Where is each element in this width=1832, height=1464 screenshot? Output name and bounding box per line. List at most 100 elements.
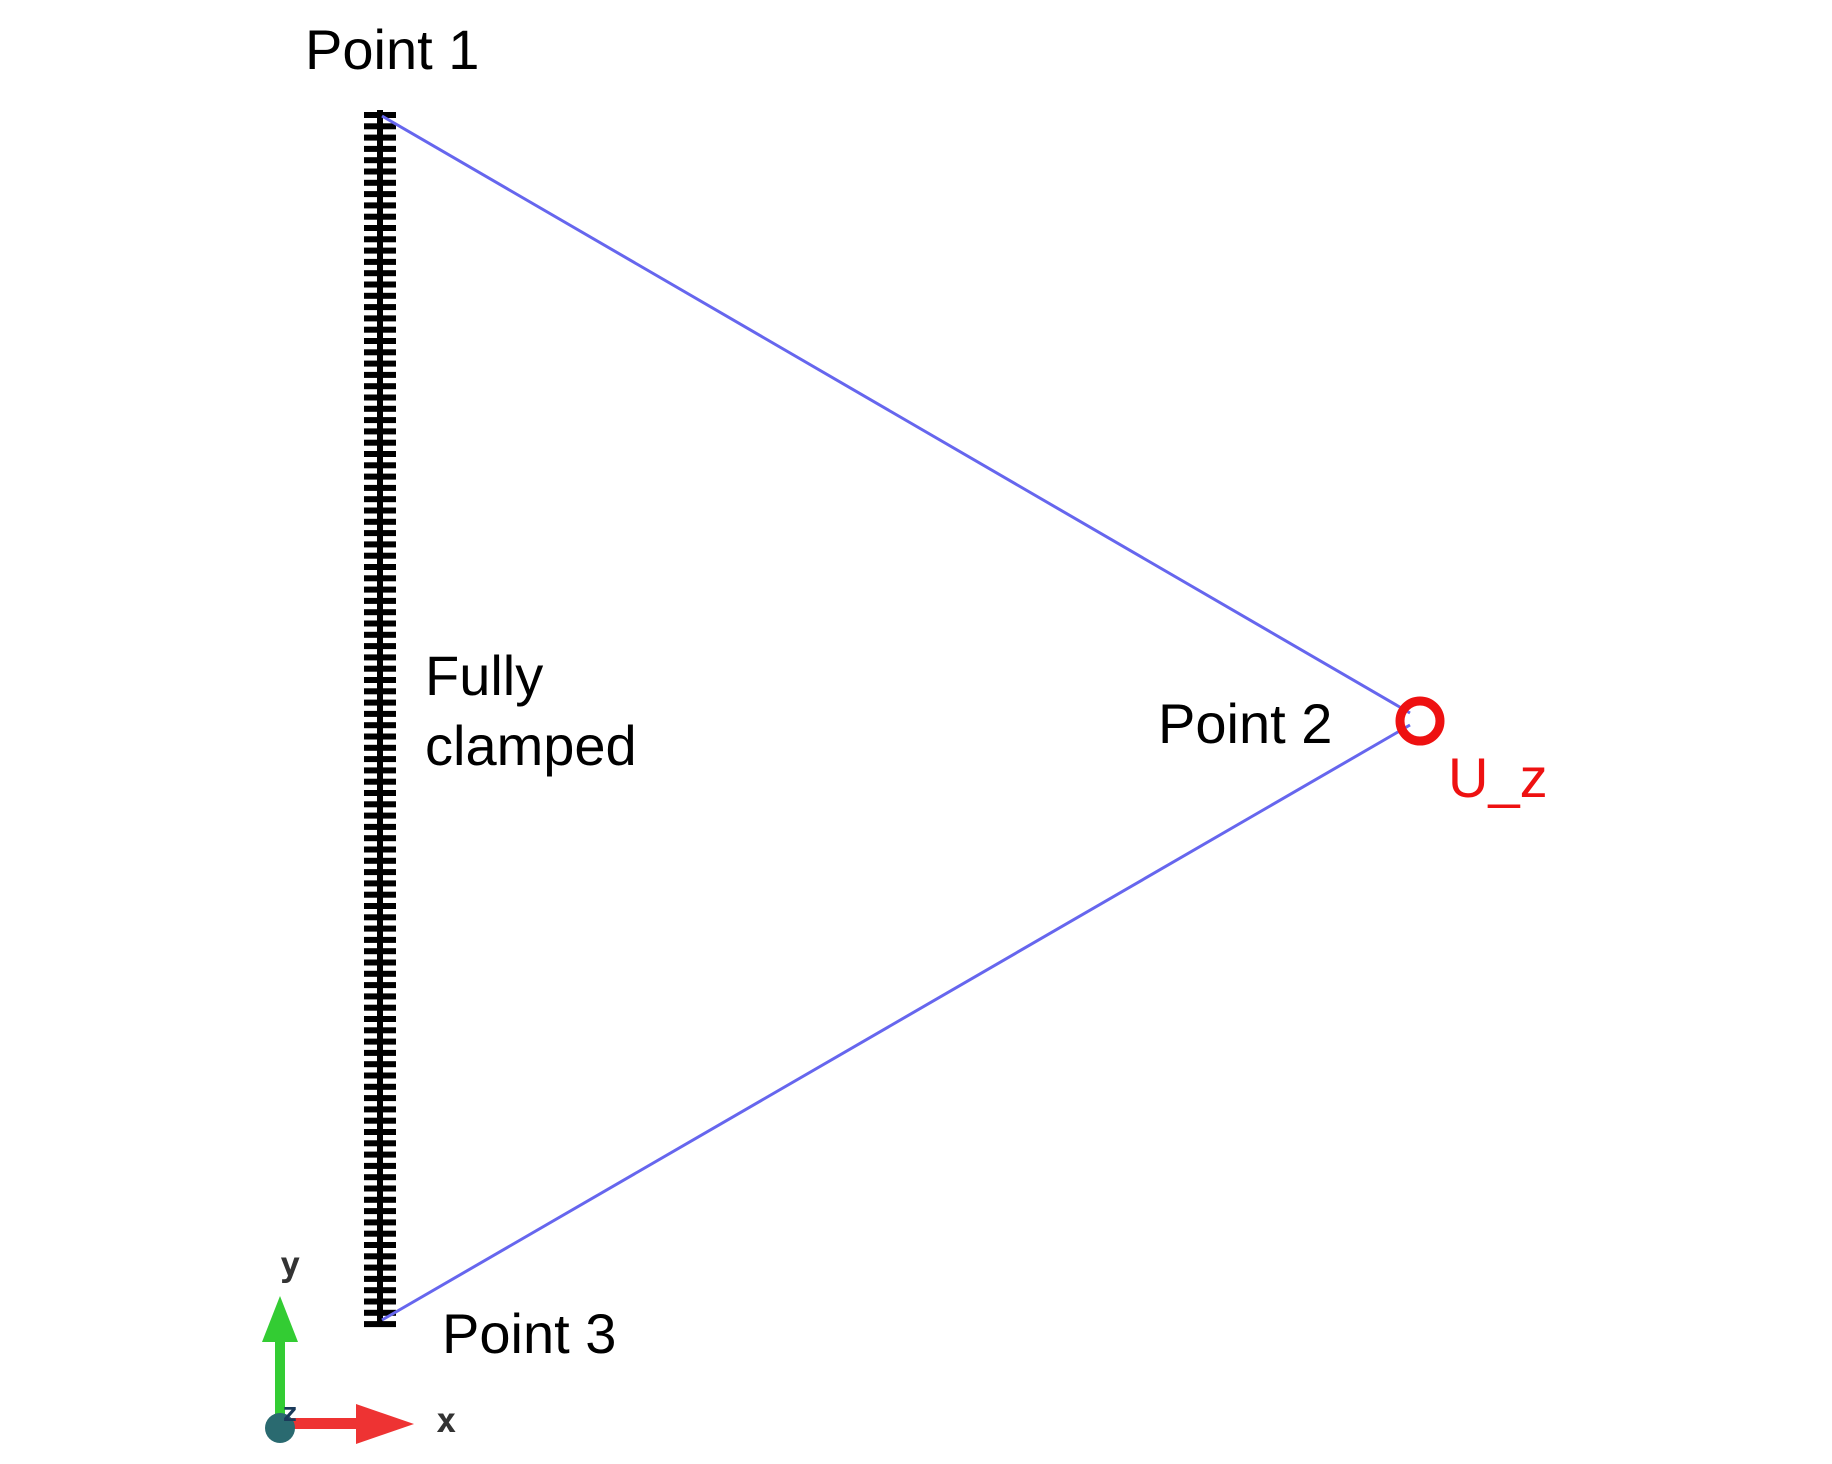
clamp-hatch-tick: [364, 191, 396, 198]
clamp-hatch-tick: [364, 552, 396, 559]
clamp-hatch-tick: [364, 134, 396, 141]
clamp-hatch-tick: [364, 394, 396, 401]
clamp-hatch-tick: [364, 903, 396, 909]
clamp-hatch-tick: [364, 1016, 396, 1022]
clamp-hatch-tick: [364, 1072, 396, 1079]
clamp-hatch-tick: [364, 756, 396, 763]
clamp-hatch-tick: [364, 1151, 396, 1158]
clamp-hatch-tick: [364, 857, 396, 864]
y-axis-label: y: [280, 1245, 301, 1285]
clamp-hatch-tick: [364, 383, 396, 390]
clamp-hatch-tick: [364, 970, 396, 977]
clamp-hatch-tick: [364, 1061, 396, 1068]
clamp-hatch-tick: [364, 982, 396, 989]
clamp-hatch-tick: [364, 1004, 396, 1011]
displacement-label: U_z: [1448, 746, 1548, 809]
clamp-hatch-tick: [364, 281, 396, 288]
clamp-hatch-tick: [364, 1321, 396, 1328]
clamp-hatch-tick: [364, 880, 396, 887]
clamp-hatch-tick: [364, 609, 396, 616]
clamp-hatch-tick: [364, 869, 396, 876]
clamp-hatch-tick: [364, 1049, 396, 1056]
edge-1-2: [381, 114, 1411, 715]
clamp-hatch-tick: [364, 1264, 396, 1271]
clamp-hatch-tick: [364, 168, 396, 175]
clamp-hatch-tick: [364, 541, 396, 548]
clamp-hatch-tick: [364, 451, 396, 457]
clamp-hatch-tick: [364, 778, 396, 785]
clamp-hatch-tick: [364, 722, 396, 729]
clamp-hatch-tick: [364, 473, 396, 480]
clamp-hatch-tick: [364, 733, 396, 740]
clamp-hatch-tick: [364, 1106, 396, 1113]
clamp-hatch-tick: [364, 202, 396, 209]
clamp-hatch-tick: [364, 1298, 396, 1305]
clamp-hatch-tick: [364, 1230, 396, 1237]
clamp-hatch-tick: [364, 1129, 396, 1135]
clamp-hatch-tick: [364, 1038, 396, 1045]
clamp-hatch-tick: [364, 1253, 396, 1260]
clamp-hatch-tick: [364, 145, 396, 152]
clamp-hatch-tick: [364, 417, 396, 424]
clamp-hatch-tick: [364, 462, 396, 469]
clamp-hatch-tick: [364, 1162, 396, 1169]
clamp-hatch-tick: [364, 1185, 396, 1192]
clamped-edge: [364, 110, 396, 1328]
clamp-hatch-tick: [364, 699, 396, 706]
clamp-hatch-tick: [364, 349, 396, 356]
clamp-hatch-tick: [364, 247, 396, 254]
clamp-hatch-tick: [364, 371, 396, 378]
clamp-hatch-tick: [364, 1287, 396, 1294]
z-axis-label: z: [282, 1398, 298, 1428]
clamp-hatch-tick: [364, 959, 396, 966]
clamp-hatch-tick: [364, 767, 396, 774]
clamp-hatch-tick: [364, 428, 396, 435]
y-axis-shaft: [275, 1330, 285, 1420]
clamp-hatch-tick: [364, 236, 396, 243]
clamp-hatch-tick: [364, 654, 396, 661]
point2-label: Point 2: [1158, 692, 1333, 755]
edge-2-3: [381, 723, 1411, 1322]
clamp-hatch-tick: [364, 835, 396, 842]
circle-marker-icon: [1395, 696, 1445, 746]
point1-label: Point 1: [305, 18, 480, 81]
clamp-hatch-tick: [364, 1083, 396, 1090]
y-axis-arrowhead: [262, 1296, 298, 1342]
clamp-hatch-tick: [364, 123, 396, 130]
clamp-hatch-tick: [364, 790, 396, 796]
x-axis-shaft: [280, 1418, 360, 1429]
xyz-axis-triad-icon: [262, 1296, 414, 1444]
clamp-hatch-tick: [364, 315, 396, 322]
clamp-hatch-tick: [364, 484, 396, 491]
clamp-hatch-tick: [364, 1208, 396, 1215]
clamp-hatch-tick: [364, 620, 396, 627]
clamp-hatch-tick: [364, 948, 396, 955]
hatched-support-icon: [364, 112, 396, 1328]
clamp-hatch-tick: [364, 1117, 396, 1124]
clamp-hatch-tick: [364, 1309, 396, 1316]
clamp-hatch-tick: [364, 631, 396, 638]
clamp-hatch-tick: [364, 496, 396, 503]
clamp-hatch-tick: [364, 1027, 396, 1034]
clamp-hatch-tick: [364, 846, 396, 853]
clamp-hatch-tick: [364, 1242, 396, 1248]
clamp-hatch-tick: [364, 507, 396, 514]
clamp-hatch-tick: [364, 710, 396, 717]
clamp-label-line1: Fully: [425, 644, 544, 707]
point3-label: Point 3: [442, 1302, 617, 1365]
clamp-hatch-tick: [364, 586, 396, 593]
clamp-hatch-tick: [364, 1174, 396, 1181]
clamp-hatch-tick: [364, 439, 396, 446]
clamp-hatch-tick: [364, 225, 396, 231]
clamp-hatch-tick: [364, 326, 396, 333]
clamp-hatch-tick: [364, 1196, 396, 1203]
clamp-hatch-tick: [364, 292, 396, 299]
x-axis-label: x: [436, 1401, 457, 1441]
clamp-hatch-tick: [364, 801, 396, 808]
clamp-hatch-tick: [364, 597, 396, 604]
z-axis-dot: [265, 1413, 295, 1443]
clamp-hatch-tick: [364, 993, 396, 1000]
clamp-hatch-tick: [364, 688, 396, 695]
triangle-edges: [381, 114, 1411, 1322]
